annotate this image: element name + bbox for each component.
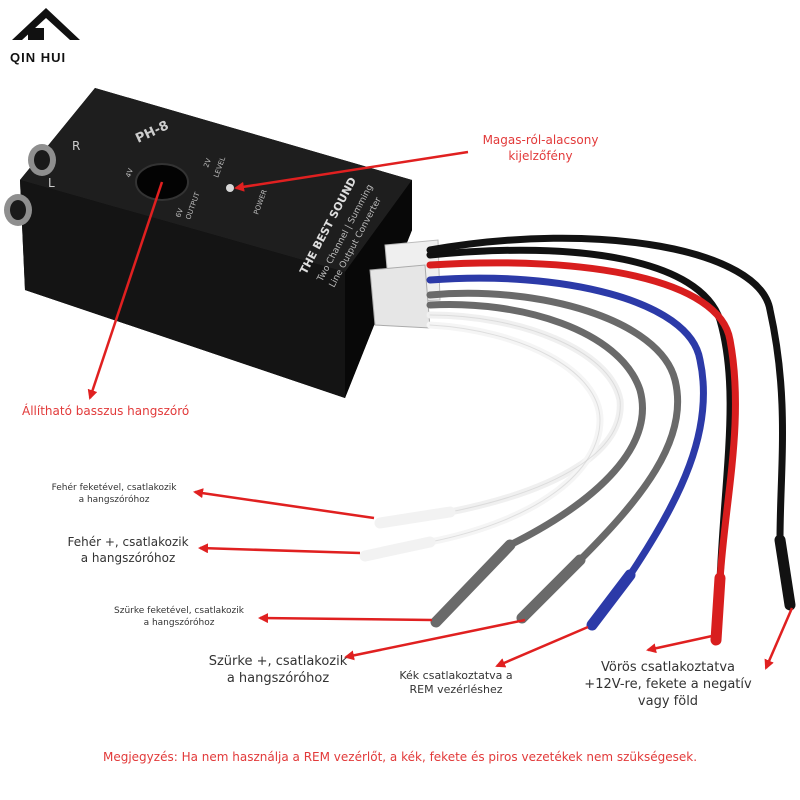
left-channel-label: L xyxy=(48,176,55,190)
rca-jack-left xyxy=(4,194,32,226)
label-white-pos-line1: Fehér +, csatlakozik xyxy=(67,535,189,549)
label-led-line2: kijelzőfény xyxy=(508,148,573,163)
wire-gray-b-tip xyxy=(430,539,516,628)
label-red-black: Vörös csatlakoztatva +12V-re, fekete a n… xyxy=(576,660,760,711)
label-blue-line1: Kék csatlakoztatva a xyxy=(399,669,513,682)
wire-blue-tip xyxy=(586,569,636,631)
arrow-red xyxy=(646,634,713,654)
label-led: Magas-ról-alacsony kijelzőfény xyxy=(478,133,603,164)
wire-gray-a-tip xyxy=(516,554,586,624)
label-bass: Állítható basszus hangszóró xyxy=(22,404,190,418)
wire-black xyxy=(426,234,786,544)
arrow-white-pos xyxy=(198,543,361,555)
wire-white-a-tip xyxy=(374,506,456,529)
wire-bundle xyxy=(359,234,796,646)
label-gray-neg-line1: Szürke feketével, csatlakozik xyxy=(114,606,244,616)
label-blue-line2: REM vezérléshez xyxy=(409,683,503,697)
voltage-6v: 6V xyxy=(174,207,185,219)
label-gray-neg: Szürke feketével, csatlakozik a hangszór… xyxy=(104,606,254,629)
voltage-2v: 2V xyxy=(202,157,213,169)
indicator-led xyxy=(226,184,234,192)
label-blue: Kék csatlakoztatva a REM vezérléshez xyxy=(390,669,522,698)
label-gray-neg-line2: a hangszóróhoz xyxy=(143,617,215,628)
label-white-neg-line2: a hangszóróhoz xyxy=(78,494,150,505)
wire-blue xyxy=(426,274,707,579)
brand-logo xyxy=(12,8,80,40)
wire-gray-b xyxy=(426,300,646,549)
wire-black-tip xyxy=(774,534,796,611)
arrow-black xyxy=(764,607,794,670)
label-white-pos: Fehér +, csatlakozik a hangszóróhoz xyxy=(62,535,194,566)
rca-jack-right xyxy=(28,144,56,176)
arrow-bass xyxy=(87,181,164,400)
brand-name: QIN HUI xyxy=(10,50,67,65)
wire-white-b-tip xyxy=(359,536,436,562)
label-red-black-line2: +12V-re, fekete a negatív xyxy=(584,676,752,692)
label-red-black-line3: vagy föld xyxy=(637,693,699,709)
wire-gray-a xyxy=(426,289,682,564)
label-white-neg: Fehér feketével, csatlakozik a hangszóró… xyxy=(34,483,194,506)
wire-connector xyxy=(369,239,441,329)
wire-red xyxy=(426,259,739,584)
right-channel-label: R xyxy=(72,139,80,153)
callout-arrows xyxy=(87,150,794,670)
arrow-led xyxy=(234,150,469,192)
label-white-neg-line1: Fehér feketével, csatlakozik xyxy=(51,483,177,493)
arrow-gray-neg xyxy=(258,613,433,624)
label-red-black-line1: Vörös csatlakoztatva xyxy=(601,660,735,675)
label-led-line1: Magas-ról-alacsony xyxy=(482,133,599,147)
arrow-blue xyxy=(495,625,589,668)
arrow-gray-pos xyxy=(344,618,526,661)
label-gray-pos: Szürke +, csatlakozik a hangszóróhoz xyxy=(203,654,353,688)
footnote: Megjegyzés: Ha nem használja a REM vezér… xyxy=(102,750,698,764)
label-gray-pos-line1: Szürke +, csatlakozik xyxy=(208,654,348,669)
label-gray-pos-line2: a hangszóróhoz xyxy=(226,670,330,686)
arrow-white-neg xyxy=(193,488,375,520)
wire-red-tip xyxy=(710,572,726,646)
voltage-4v: 4V xyxy=(124,167,135,179)
label-white-pos-line2: a hangszóróhoz xyxy=(80,550,176,565)
